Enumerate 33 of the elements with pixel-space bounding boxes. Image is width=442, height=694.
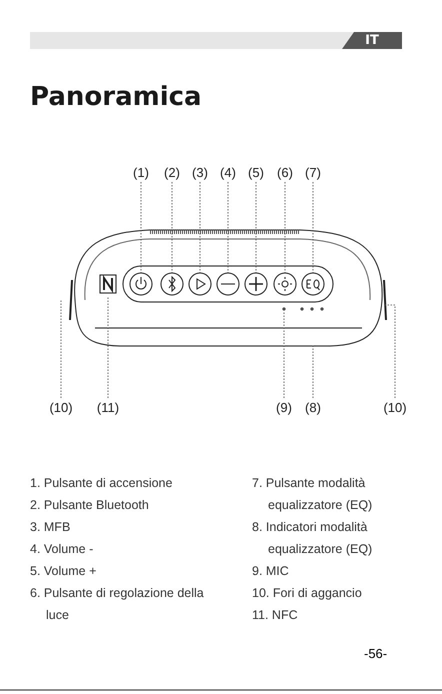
leader-line: [60, 300, 62, 398]
list-item: 11. NFC: [252, 607, 299, 624]
callout-number: (1): [133, 165, 149, 180]
callout-number: (3): [192, 165, 208, 180]
callout-number: (4): [220, 165, 236, 180]
callout-number: (11): [96, 400, 120, 415]
leader-line: [312, 182, 314, 274]
list-item: 1. Pulsante di accensione: [30, 475, 174, 492]
leader-line: [140, 182, 142, 274]
list-item: 6. Pulsante di regolazione della luce: [30, 585, 205, 624]
list-item: 9. MIC: [252, 563, 290, 580]
leader-line: [284, 182, 286, 274]
language-tag: IT: [342, 32, 402, 49]
callout-number: (8): [305, 400, 321, 415]
page-number: -56-: [364, 646, 388, 661]
page-title: Panoramica: [30, 82, 202, 112]
list-item: 2. Pulsante Bluetooth: [30, 497, 150, 514]
callout-number: (9): [276, 400, 292, 415]
callout-number: (7): [305, 165, 321, 180]
leader-line: [384, 304, 396, 398]
list-item: 10. Fori di aggancio: [252, 585, 363, 602]
callout-number: (2): [164, 165, 180, 180]
list-item: 3. MFB: [30, 519, 72, 536]
callout-number: (10): [383, 400, 407, 415]
speaker-drawing: [69, 230, 387, 346]
callout-number: (10): [49, 400, 73, 415]
list-item: 5. Volume +: [30, 563, 98, 580]
list-item: 7. Pulsante modalità equalizzatore (EQ): [252, 475, 374, 514]
leader-line: [312, 344, 314, 398]
list-item: 8. Indicatori modalità equalizzatore (EQ): [252, 519, 374, 558]
callout-number: (6): [277, 165, 293, 180]
callout-number: (5): [248, 165, 264, 180]
list-item: 4. Volume -: [30, 541, 94, 558]
